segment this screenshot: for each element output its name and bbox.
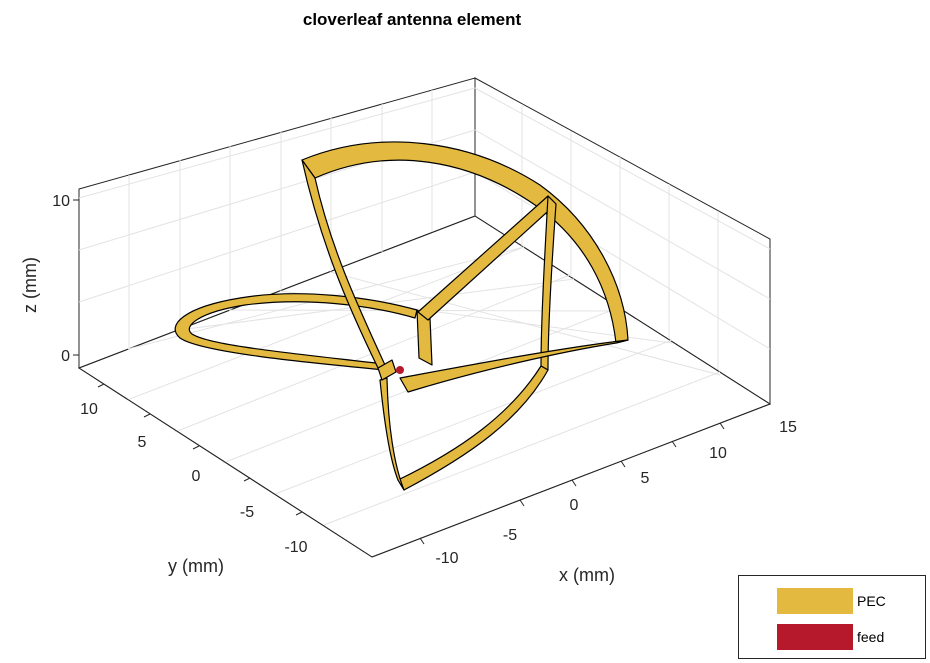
legend-label-feed: feed	[857, 629, 885, 645]
y-tick-label: 0	[192, 468, 201, 485]
feed-strip	[399, 339, 629, 393]
x-tick-label: -10	[435, 550, 458, 567]
legend-entry-pec: PEC	[777, 588, 886, 614]
back-left-wall	[78, 77, 476, 369]
x-tick-label: 10	[709, 445, 727, 462]
feed-point	[396, 366, 404, 374]
legend-swatch-feed	[777, 624, 853, 650]
x-tick-label: 15	[779, 419, 797, 436]
chart-title: cloverleaf antenna element	[303, 10, 522, 29]
back-right-wall	[474, 77, 771, 405]
x-axis	[371, 403, 771, 558]
y-tick-label: -10	[284, 539, 307, 556]
y-tick-label: 10	[80, 401, 98, 418]
z-axis: 10 0 z (mm)	[20, 193, 79, 365]
legend-swatch-pec	[777, 588, 853, 614]
x-tick-label: 5	[641, 470, 650, 487]
legend-entry-feed: feed	[777, 624, 884, 650]
y-tick-label: -5	[240, 504, 254, 521]
legend-label-pec: PEC	[857, 593, 886, 609]
x-tick-label: -5	[503, 527, 517, 544]
antenna-element	[174, 141, 629, 491]
y-axis	[78, 367, 373, 558]
x-tick-label: 0	[570, 497, 579, 514]
y-axis-label: y (mm)	[168, 556, 224, 576]
x-axis-label: x (mm)	[559, 565, 615, 585]
y-tick-label: 5	[138, 434, 147, 451]
feed-gap-left	[377, 359, 397, 381]
legend: PEC feed	[738, 575, 926, 659]
lower-petal-side	[379, 377, 405, 491]
z-axis-label: z (mm)	[20, 257, 40, 313]
z-tick-label: 0	[61, 348, 70, 365]
z-tick-label: 10	[52, 193, 70, 210]
